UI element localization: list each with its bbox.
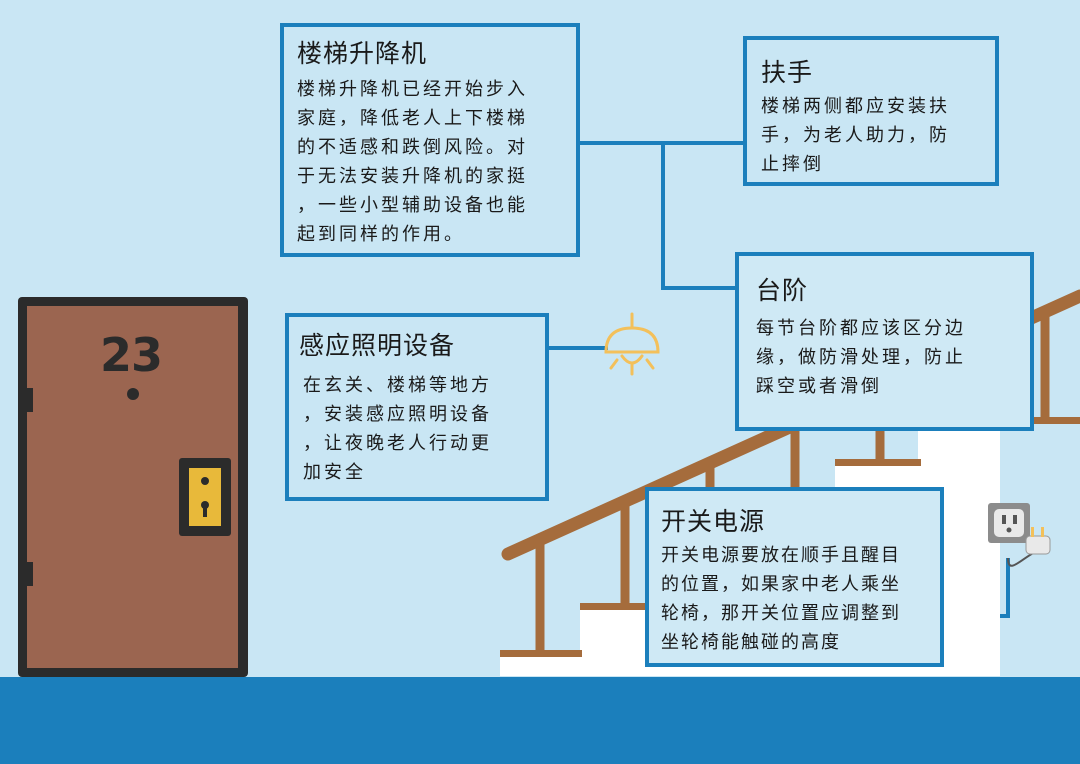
lighting-text: 在玄关、楼梯等地方 ，安装感应照明设备 ，让夜晚老人行动更 加安全 (299, 371, 535, 487)
plug-icon (1007, 527, 1051, 567)
text-line: 楼梯升降机已经开始步入 (297, 79, 528, 100)
lamp-icon (604, 312, 660, 376)
text-line: 踩空或者滑倒 (756, 376, 882, 397)
text-line: ，一些小型辅助设备也能 (297, 195, 528, 216)
door-illustration (18, 297, 248, 677)
text-line: 起到同样的作用。 (297, 224, 465, 245)
stairlift-box: 楼梯升降机 楼梯升降机已经开始步入 家庭，降低老人上下楼梯 的不适感和跌倒风险。… (280, 23, 580, 257)
door-number: 23 (100, 328, 163, 382)
stairlift-text: 楼梯升降机已经开始步入 家庭，降低老人上下楼梯 的不适感和跌倒风险。对 于无法安… (297, 75, 564, 249)
stairlift-title: 楼梯升降机 (297, 39, 428, 68)
handrail-text: 楼梯两侧都应安装扶 手，为老人助力，防 止摔倒 (761, 92, 985, 179)
text-line: ，让夜晚老人行动更 (303, 433, 492, 454)
text-line: 家庭，降低老人上下楼梯 (297, 108, 528, 129)
text-line: 楼梯两侧都应安装扶 (761, 96, 950, 117)
door-lock-icon (179, 458, 231, 536)
steps-box: 台阶 每节台阶都应该区分边 缘，做防滑处理，防止 踩空或者滑倒 (735, 252, 1034, 431)
text-line: 止摔倒 (761, 154, 824, 175)
text-line: 轮椅，那开关位置应调整到 (661, 603, 901, 624)
switch-text: 开关电源要放在顺手且醒目 的位置，如果家中老人乘坐 轮椅，那开关位置应调整到 坐… (661, 541, 936, 657)
text-line: 开关电源要放在顺手且醒目 (661, 545, 901, 566)
text-line: 手，为老人助力，防 (761, 125, 950, 146)
switch-title: 开关电源 (661, 507, 766, 536)
outlet-icon (988, 503, 1030, 543)
handrail-title: 扶手 (761, 58, 814, 87)
steps-title: 台阶 (756, 276, 809, 305)
switch-box: 开关电源 开关电源要放在顺手且醒目 的位置，如果家中老人乘坐 轮椅，那开关位置应… (645, 487, 944, 667)
steps-text: 每节台阶都应该区分边 缘，做防滑处理，防止 踩空或者滑倒 (756, 314, 1022, 401)
floor (0, 677, 1080, 764)
text-line: 加安全 (303, 462, 366, 483)
lighting-box: 感应照明设备 在玄关、楼梯等地方 ，安装感应照明设备 ，让夜晚老人行动更 加安全 (285, 313, 549, 501)
text-line: 于无法安装升降机的家挺 (297, 166, 528, 187)
text-line: 在玄关、楼梯等地方 (303, 375, 492, 396)
text-line: 的不适感和跌倒风险。对 (297, 137, 528, 158)
text-line: 缘，做防滑处理，防止 (756, 347, 966, 368)
lighting-title: 感应照明设备 (299, 331, 456, 360)
text-line: 的位置，如果家中老人乘坐 (661, 574, 901, 595)
text-line: ，安装感应照明设备 (303, 404, 492, 425)
handrail-box: 扶手 楼梯两侧都应安装扶 手，为老人助力，防 止摔倒 (743, 36, 999, 186)
text-line: 坐轮椅能触碰的高度 (661, 632, 841, 653)
text-line: 每节台阶都应该区分边 (756, 318, 966, 339)
